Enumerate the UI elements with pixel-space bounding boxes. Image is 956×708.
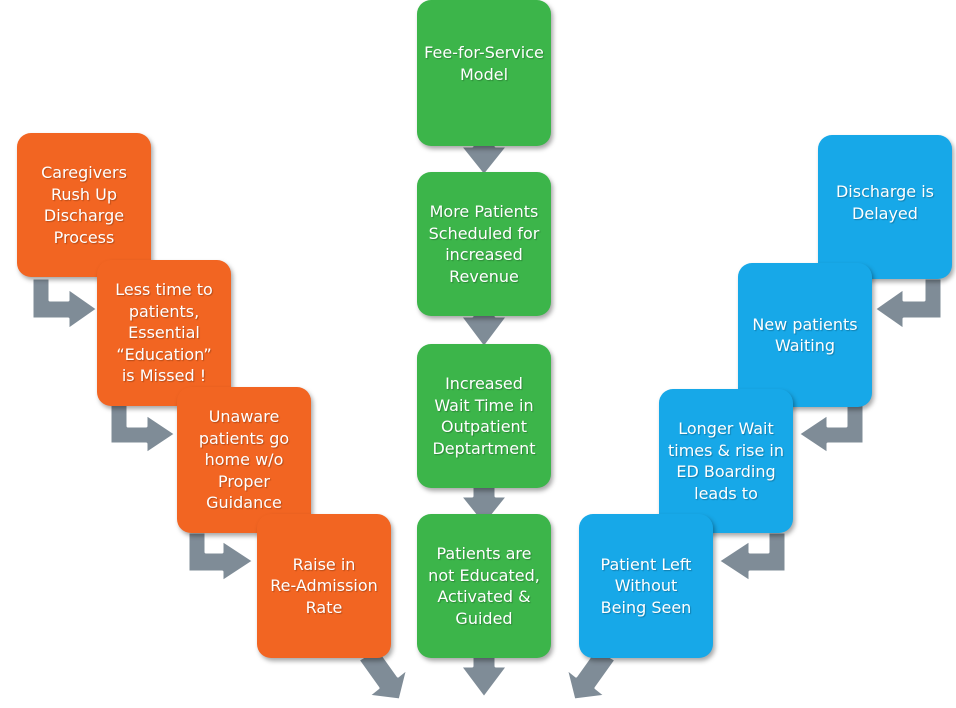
right-step-2-label: New patients Waiting xyxy=(752,314,858,356)
right-step-1: Discharge is Delayed xyxy=(818,135,952,279)
center-step-4: Patients are not Educated, Activated & G… xyxy=(417,514,551,658)
right-step-3: Longer Wait times & rise in ED Boarding … xyxy=(659,389,793,533)
right-step-1-label: Discharge is Delayed xyxy=(835,182,934,223)
left-step-3: Unaware patients go home w/o Proper Guid… xyxy=(177,387,311,533)
left-step-2-label: Less time to patients, Essential “Educat… xyxy=(115,280,213,386)
left-step-3-label: Unaware patients go home w/o Proper Guid… xyxy=(198,407,290,513)
center-step-4-label: Patients are not Educated, Activated & G… xyxy=(428,544,540,628)
arrow-bent-right-icon xyxy=(30,276,100,332)
arrow-bent-right-icon xyxy=(108,402,178,456)
right-step-4: Patient Left Without Being Seen xyxy=(579,514,713,658)
right-step-3-label: Longer Wait times & rise in ED Boarding … xyxy=(667,419,784,503)
center-step-2: More Patients Scheduled for increased Re… xyxy=(417,172,551,316)
right-step-4-label: Patient Left Without Being Seen xyxy=(600,554,692,617)
center-step-2-label: More Patients Scheduled for increased Re… xyxy=(428,202,540,286)
right-step-2: New patients Waiting xyxy=(738,263,872,407)
center-step-3: Increased Wait Time in Outpatient Deptar… xyxy=(417,344,551,488)
center-step-3-label: Increased Wait Time in Outpatient Deptar… xyxy=(432,374,536,458)
left-step-4: Raise in Re-Admission Rate xyxy=(257,514,391,658)
center-step-1: Fee-for-Service Model xyxy=(417,0,551,146)
left-step-4-label: Raise in Re-Admission Rate xyxy=(270,554,378,617)
center-step-1-label: Fee-for-Service Model xyxy=(424,43,544,84)
arrow-bent-left-icon xyxy=(872,276,944,332)
left-step-1: Caregivers Rush Up Discharge Process xyxy=(17,133,151,277)
arrow-bent-left-icon xyxy=(716,530,788,584)
arrow-bent-right-icon xyxy=(186,530,256,584)
left-step-1-label: Caregivers Rush Up Discharge Process xyxy=(41,163,127,247)
left-step-2: Less time to patients, Essential “Educat… xyxy=(97,260,231,406)
arrow-bent-left-icon xyxy=(796,402,866,456)
